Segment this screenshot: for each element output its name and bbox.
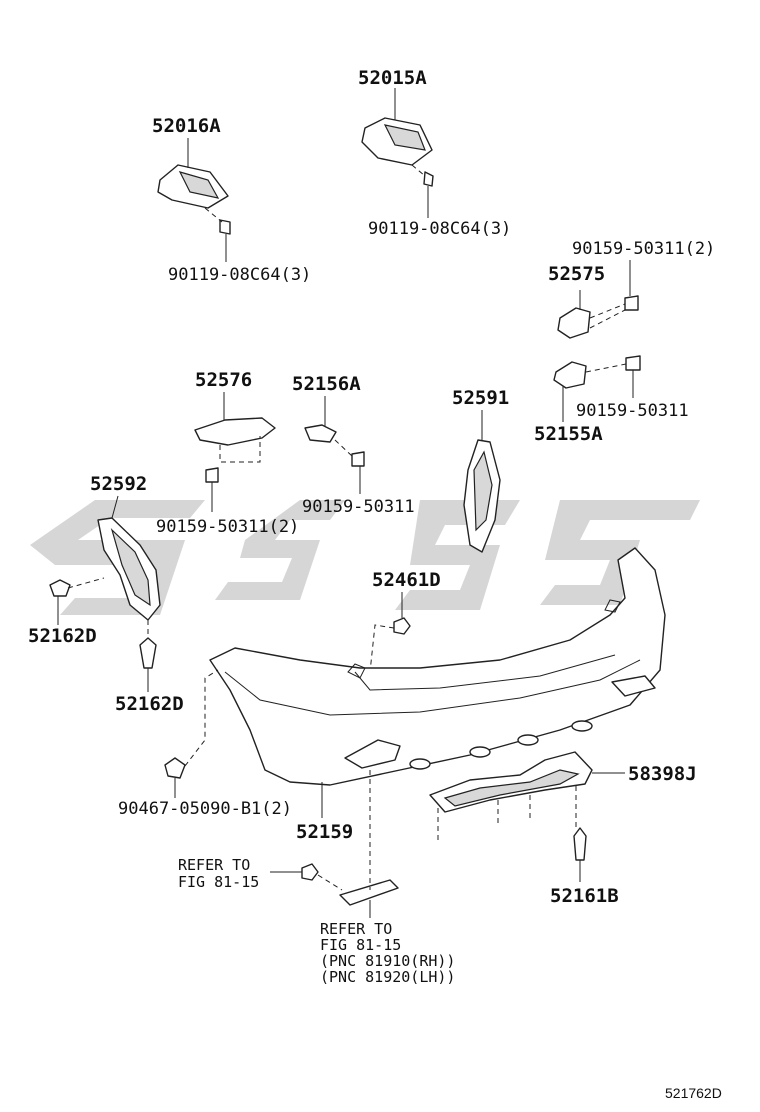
- dash-52156A: [334, 439, 353, 457]
- part-52575-clip[interactable]: [557, 295, 639, 339]
- dash-52016A: [204, 207, 223, 223]
- label-52575: 52575: [548, 263, 605, 285]
- dash-52575-b: [589, 309, 626, 329]
- label-refer-bottom-2: FIG 81-15: [320, 936, 401, 954]
- part-52162D-clip-lower[interactable]: [139, 637, 157, 669]
- dash-refer-left: [317, 874, 343, 891]
- label-52576: 52576: [195, 369, 252, 391]
- dash-52162D-upper: [67, 577, 105, 589]
- label-bolt-08c64-left: 90119-08C64(3): [168, 265, 311, 285]
- figure-code: 521762D: [665, 1085, 722, 1101]
- part-52161B-clip[interactable]: [573, 827, 587, 861]
- label-refer-left-2: FIG 81-15: [178, 873, 259, 891]
- dash-52155A: [585, 363, 627, 373]
- part-52591-retainer[interactable]: [463, 439, 501, 553]
- dash-52015A: [411, 164, 426, 177]
- part-52592-retainer[interactable]: [97, 517, 161, 621]
- label-52461D: 52461D: [372, 569, 441, 591]
- label-refer-left-1: REFER TO: [178, 856, 250, 874]
- part-52015A-bracket[interactable]: [361, 117, 434, 187]
- leader-52592: [111, 495, 119, 519]
- label-52162D-lower: 52162D: [115, 693, 184, 715]
- part-refer-grommet[interactable]: [301, 863, 319, 881]
- part-52155A-clip[interactable]: [553, 355, 641, 389]
- dash-52461D: [369, 624, 395, 673]
- label-52159: 52159: [296, 821, 353, 843]
- part-52159-bumper-cover[interactable]: [209, 547, 666, 786]
- label-52161B: 52161B: [550, 885, 619, 907]
- label-52016A: 52016A: [152, 115, 221, 137]
- label-refer-bottom-1: REFER TO: [320, 920, 392, 938]
- part-52576-bracket[interactable]: [194, 417, 276, 483]
- label-bolt-50311-center: 90159-50311: [302, 497, 415, 517]
- label-bolt-50311-right: 90159-50311: [576, 401, 689, 421]
- label-refer-bottom-4: (PNC 81920(LH)): [320, 968, 455, 986]
- part-52461D-clip[interactable]: [393, 617, 411, 635]
- part-reflector[interactable]: [339, 879, 399, 906]
- label-refer-bottom-3: (PNC 81910(RH)): [320, 952, 455, 970]
- label-52592: 52592: [90, 473, 147, 495]
- label-screw-90467: 90467-05090-B1(2): [118, 799, 292, 819]
- label-bolt-08c64-right: 90119-08C64(3): [368, 219, 511, 239]
- label-52591: 52591: [452, 387, 509, 409]
- label-bolt-50311-2-left: 90159-50311(2): [156, 517, 299, 537]
- label-52162D-upper: 52162D: [28, 625, 97, 647]
- label-52015A: 52015A: [358, 67, 427, 89]
- label-bolt-50311-2-top: 90159-50311(2): [572, 239, 715, 259]
- part-52016A-bracket[interactable]: [157, 164, 231, 235]
- part-90467-screw[interactable]: [164, 757, 186, 779]
- label-52155A: 52155A: [534, 423, 603, 445]
- label-58398J: 58398J: [628, 763, 697, 785]
- dash-52575-a: [589, 303, 626, 319]
- label-52156A: 52156A: [292, 373, 361, 395]
- part-52162D-clip-upper[interactable]: [49, 579, 71, 597]
- dash-90467: [184, 669, 219, 767]
- part-52156A-clip[interactable]: [304, 424, 365, 467]
- part-58398J-undercover[interactable]: [429, 751, 593, 813]
- dash-52576: [219, 436, 261, 463]
